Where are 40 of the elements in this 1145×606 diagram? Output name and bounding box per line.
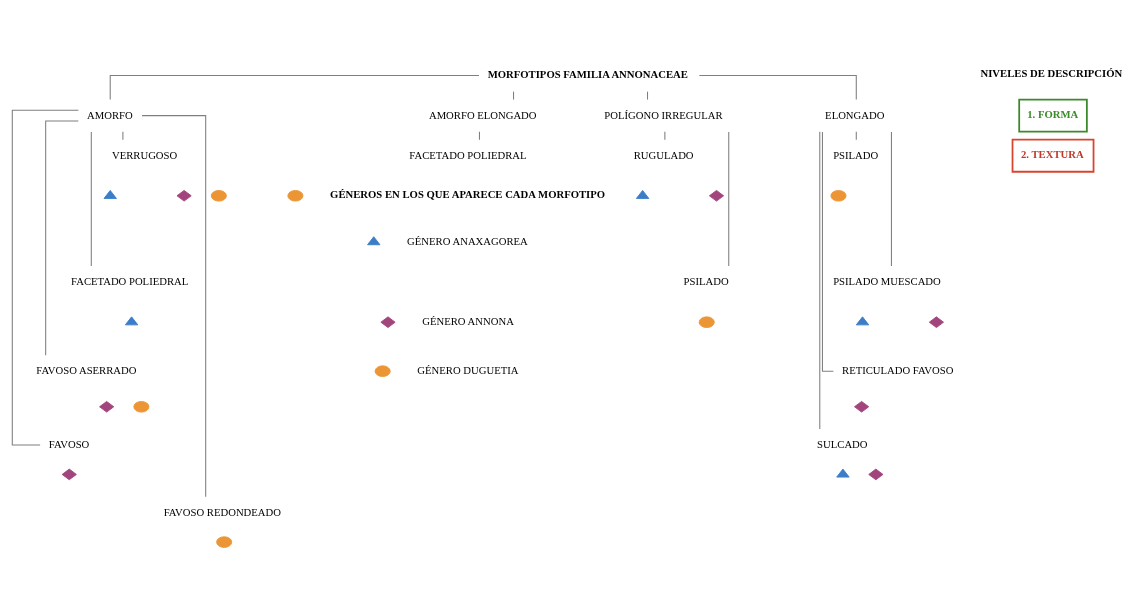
node-box: 2. TEXTURA [1011, 138, 1095, 173]
connector [122, 130, 124, 140]
node-text: VERRUGOSO [112, 148, 178, 161]
node-text: PSILADO [683, 274, 729, 287]
label: GÉNEROS EN LOS QUE APARECE CADA MORFOTIPO [330, 187, 606, 200]
node-text: MORFOTIPOS FAMILIA ANNONACEAE [487, 67, 688, 80]
connector [90, 130, 92, 267]
node-text: FACETADO POLIEDRAL [409, 148, 527, 161]
node-text: SULCADO [817, 437, 868, 450]
node-text: POLÍGONO IRREGULAR [604, 108, 723, 121]
node-text: FAVOSO ASERRADO [36, 363, 137, 376]
node-text: PSILADO [833, 148, 879, 161]
legend-label: GÉNERO DUGUETIA [417, 363, 519, 376]
node-text: RUGULADO [633, 148, 694, 161]
connector [819, 130, 821, 429]
legend-label: GÉNERO ANNONA [422, 314, 514, 327]
legend-label: GÉNERO ANAXAGOREA [407, 234, 528, 247]
node-text: FACETADO POLIEDRAL [71, 274, 189, 287]
connector [664, 130, 666, 140]
connector [45, 119, 79, 356]
node-box: 1. FORMA [1018, 98, 1088, 133]
node-text: FAVOSO [48, 437, 90, 450]
connector [855, 130, 857, 140]
node-text: RETICULADO FAVOSO [842, 363, 954, 376]
connector [141, 114, 207, 497]
label: NIVELES DE DESCRIPCIÓN [980, 66, 1123, 79]
connector [646, 90, 649, 100]
connector [109, 74, 480, 100]
node-text: AMORFO [87, 108, 133, 121]
node-text: FAVOSO REDONDEADO [163, 505, 281, 518]
node-text: PSILADO MUESCADO [833, 274, 941, 287]
connector [513, 90, 515, 100]
connector [478, 130, 480, 140]
connector [698, 74, 857, 100]
connector [821, 131, 834, 372]
connector [728, 130, 730, 267]
connector [11, 109, 79, 446]
connector [890, 130, 892, 267]
node-text: ELONGADO [825, 108, 885, 121]
node-text: AMORFO ELONGADO [428, 108, 537, 121]
